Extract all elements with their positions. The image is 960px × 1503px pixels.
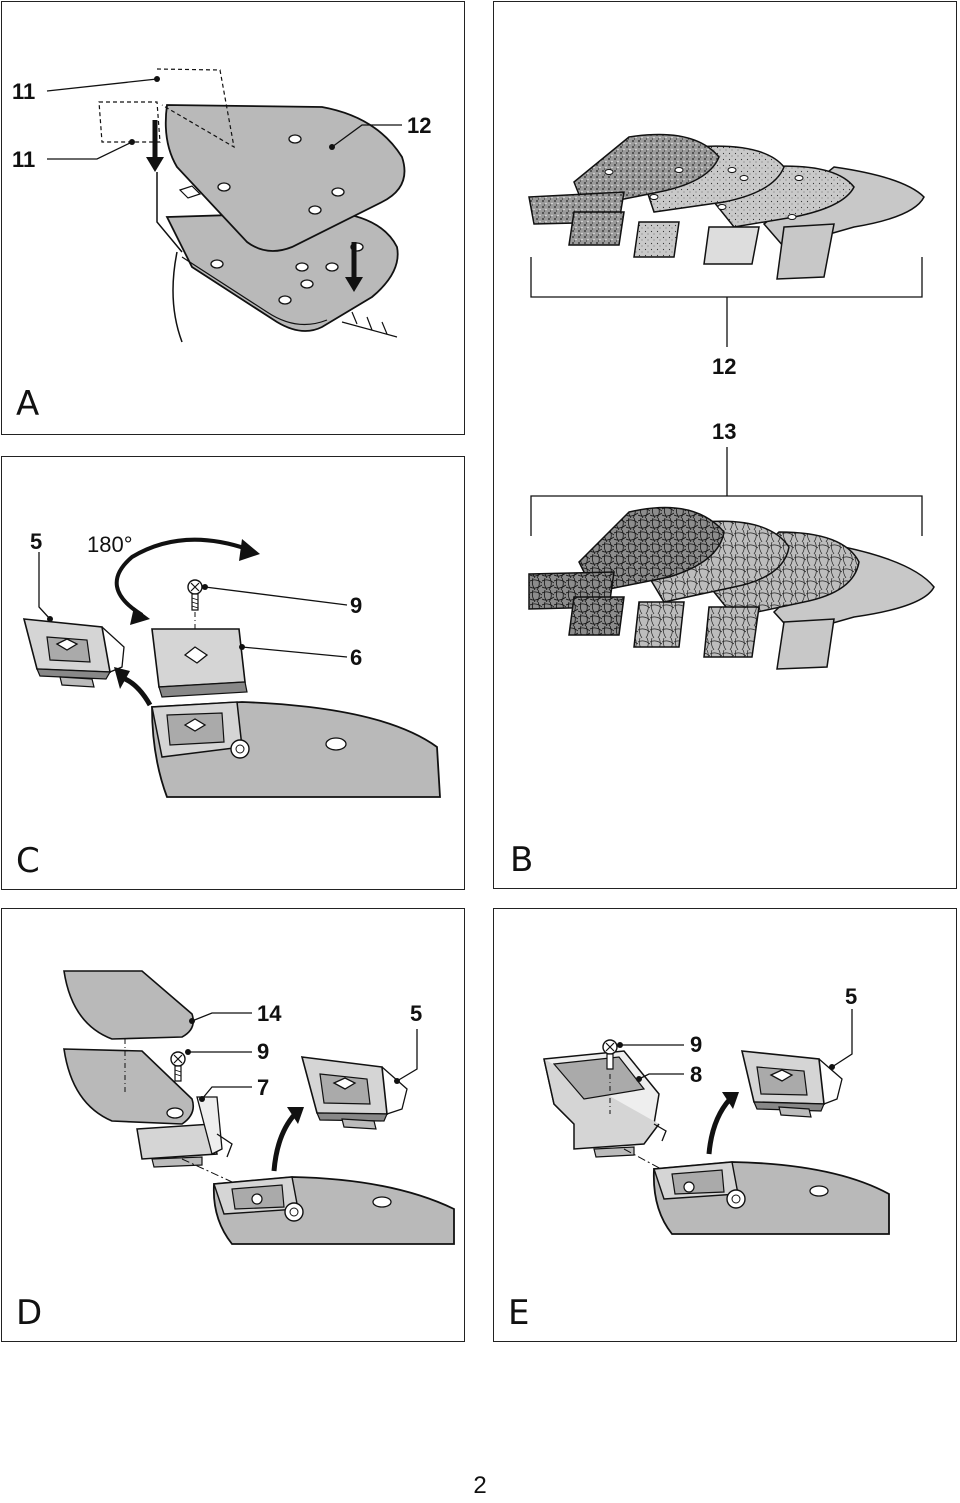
panel-e: 9 8 5 E: [493, 908, 957, 1342]
panel-d: 14 9 7 5 D: [1, 908, 465, 1342]
callout-13: 13: [712, 419, 736, 444]
panel-letter-c: C: [16, 841, 40, 881]
panel-letter-d: D: [16, 1293, 43, 1333]
callout-14: 14: [257, 1001, 282, 1026]
callout-5-c: 5: [30, 529, 42, 554]
callout-12-b: 12: [712, 354, 736, 379]
callout-9-d: 9: [257, 1039, 269, 1064]
panel-b-illustration: 12 13: [528, 133, 935, 670]
callout-5-d: 5: [410, 1001, 422, 1026]
panel-letter-a: A: [16, 384, 40, 424]
callout-7: 7: [257, 1075, 269, 1100]
callout-12: 12: [407, 113, 431, 138]
panel-c-illustration: 5 180° 9 6: [22, 529, 441, 798]
upper-pad: [164, 104, 406, 252]
panel-a-illustration: 11 11 12: [12, 68, 431, 343]
panel-e-illustration: 9 8 5: [543, 984, 890, 1235]
callout-9-e: 9: [690, 1032, 702, 1057]
panel-b: 12 13 B: [493, 1, 957, 889]
callout-11-mid: 11: [12, 147, 35, 172]
panel-d-illustration: 14 9 7 5: [63, 970, 455, 1245]
page-number: 2: [473, 1472, 487, 1499]
callout-8: 8: [690, 1062, 702, 1087]
panel-letter-e: E: [508, 1293, 530, 1333]
callout-9-c: 9: [350, 593, 362, 618]
panel-a: 11 11 12 A: [1, 1, 465, 435]
callout-5-e: 5: [845, 984, 857, 1009]
panel-letter-b: B: [510, 840, 534, 880]
panel-c: 5 180° 9 6 C: [1, 456, 465, 890]
callout-6: 6: [350, 645, 362, 670]
callout-180-deg: 180°: [87, 532, 133, 557]
callout-11-top: 11: [12, 79, 35, 104]
lower-pad: [165, 211, 399, 332]
